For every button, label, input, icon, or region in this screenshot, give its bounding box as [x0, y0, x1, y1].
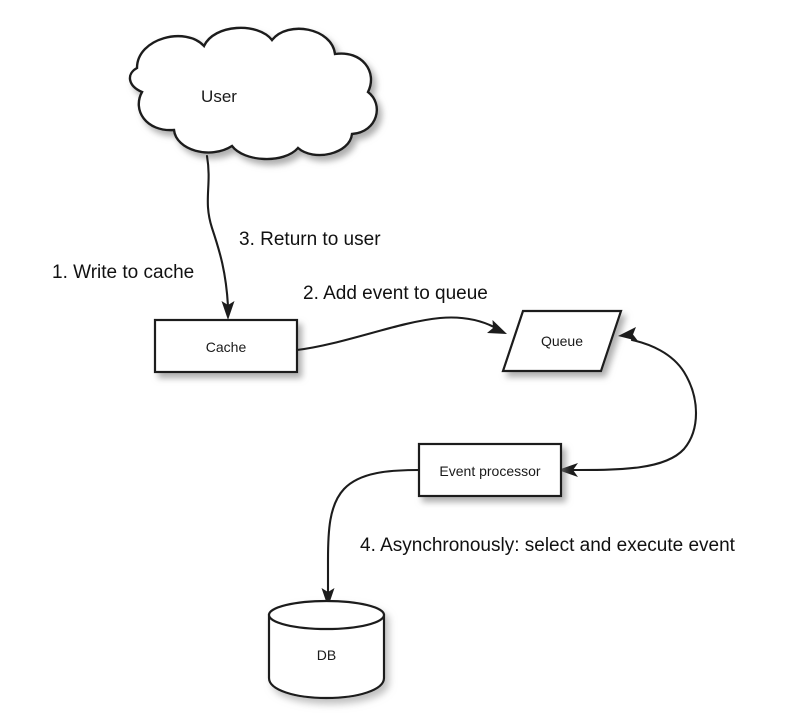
node-cache[interactable]: Cache [153, 318, 299, 374]
edge-cache-to-queue[interactable] [295, 316, 507, 352]
edge-processor-to-queue[interactable] [570, 327, 698, 472]
step-label-4: 4. Asynchronously: select and execute ev… [360, 535, 736, 556]
edge-cache-to-queue-path [295, 316, 496, 352]
edge-processor-to-db[interactable] [321, 468, 421, 607]
node-db-label: DB [317, 647, 336, 663]
edge-user-to-cache-path [205, 154, 230, 308]
edge-user-to-cache-arrowhead [221, 301, 235, 320]
step-label-1: 1. Write to cache [52, 262, 194, 283]
edge-queue-to-processor[interactable] [558, 463, 578, 477]
edge-processor-to-queue-arrowhead [618, 327, 638, 341]
edge-cache-to-queue-arrowhead [487, 320, 507, 334]
cloud-shape [128, 26, 378, 161]
edge-processor-to-db-arrowhead [321, 588, 335, 607]
step-label-2: 2. Add event to queue [303, 283, 488, 304]
node-db[interactable]: DB [267, 599, 386, 700]
node-user-label: User [201, 87, 237, 106]
node-cache-label: Cache [206, 339, 247, 355]
node-user[interactable]: User [128, 26, 378, 161]
db-body-shape [267, 613, 386, 700]
edge-processor-to-db-path [326, 468, 421, 594]
step-label-3: 3. Return to user [239, 229, 381, 250]
queue-shape [501, 309, 623, 373]
node-event-processor[interactable]: Event processor [417, 442, 563, 498]
edge-processor-to-queue-path [570, 338, 698, 472]
cache-shape [153, 318, 299, 374]
db-top-ellipse [267, 599, 386, 631]
edge-queue-to-processor-arrowhead [558, 463, 578, 477]
node-event-processor-label: Event processor [439, 463, 540, 479]
event-processor-shape [417, 442, 563, 498]
node-queue-label: Queue [541, 333, 583, 349]
node-queue[interactable]: Queue [501, 309, 623, 373]
edge-user-to-cache[interactable] [205, 154, 235, 320]
